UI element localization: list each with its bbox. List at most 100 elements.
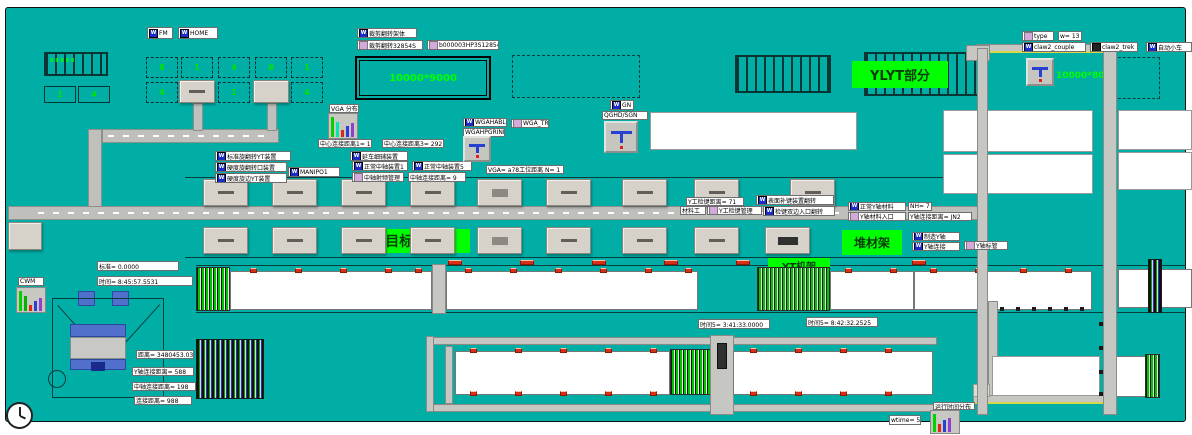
station-outline [52,298,164,398]
dimension-box: 10000*9000 [355,56,491,100]
key-inlet-button-text: 检键双边入口翻转 [775,208,824,216]
zone-banner-right-text: YLYT部分 [870,69,930,84]
machine-box[interactable] [341,179,386,206]
chart-bar [341,130,344,137]
machine-box[interactable] [410,227,455,254]
wincc-icon: W [217,174,226,182]
belt-a2 [446,271,698,310]
cut-rack-id2-button[interactable]: b000003HP3S12854S [427,40,499,50]
claw2-trek-button[interactable]: claw2_trek [1090,42,1138,52]
machine-mark [804,191,821,194]
machine-box[interactable] [622,179,667,206]
storage-cell: 4 [146,82,178,103]
yaxis-inlet-button[interactable]: Y轴材料入口 [848,212,906,221]
machine-box[interactable] [410,179,455,206]
axis-rf-button[interactable]: 中轴射频管理 [352,172,404,182]
wincc-icon: W [1148,43,1157,51]
yaxis-inlet-button-text: Y轴材料入口 [860,214,894,221]
clamp-marker [465,268,472,273]
belt-b2 [733,351,933,395]
dim-note-right: 10000*80 [1056,71,1105,81]
fixture-dot [1099,322,1103,326]
cut-rack-id-button[interactable]: 裁剪翻转32854S [357,40,423,50]
storage-cell: 8 [146,57,178,78]
claw-faceplate[interactable] [1026,58,1054,86]
machine-box[interactable] [765,227,810,254]
station-circle [48,370,66,388]
white-block-2 [943,110,1093,152]
machine-mark [491,188,508,197]
machine-mark [708,239,725,242]
storage-rack-left [44,52,108,76]
machine-box[interactable] [253,80,289,103]
storage-rack-mid [735,55,831,93]
flip-edge-button-text: 硬度旋边YT装置 [227,175,271,183]
machine-box[interactable] [341,227,386,254]
storage-cell-value: 8 [268,63,274,72]
machine-box[interactable] [546,179,591,206]
clamp-marker [750,391,757,396]
machine-box[interactable] [622,227,667,254]
chart-bar [29,305,32,311]
vga-panel-label: VGA 分布 [329,104,359,113]
ghd-sgn-label-text: QGHD/SGN [604,112,638,119]
machine-box[interactable] [272,227,317,254]
clamp-marker [510,268,517,273]
storage-cell: 4 [78,86,110,103]
machine-box[interactable] [179,80,215,103]
machine-box[interactable] [694,227,739,254]
machine-mark [189,90,205,93]
yaxis-dist-588-label: Y轴连接距离= 588 [132,367,194,376]
faceplate-stem [620,131,623,143]
carriage-button-text: 延车细辅装置 [362,153,399,161]
wincc-icon: W [180,28,189,38]
ykey-manage-button[interactable]: Y工检键管理 [707,206,762,215]
faceplate-dot [1039,79,1042,83]
chart-bar [24,296,27,311]
center-distance-1-label-text: 中心连接距离1= 112 [320,141,371,148]
vga-hablog-button[interactable]: WWGAHABLOG [463,118,507,127]
type-button[interactable]: type [1022,31,1054,41]
yaxis-tag-button[interactable]: Y轴标管 [964,241,1008,250]
chart-bar [948,418,951,432]
vga-faceplate[interactable] [463,136,491,162]
gn-faceplate[interactable] [604,121,638,153]
dim-line-lower [185,257,980,258]
white-block-3 [1118,110,1192,150]
press-die [91,362,105,371]
runtime-bars-panel [930,410,960,434]
machine-box[interactable] [477,179,522,206]
rail-row-a-top [196,265,1186,266]
standard-value-label: 标准= 0.0000 [97,261,179,271]
machine-box[interactable] [546,227,591,254]
machine-box[interactable] [272,179,317,206]
machine-box[interactable] [203,179,248,206]
machine-box[interactable] [477,227,522,254]
machine-box[interactable] [203,227,248,254]
clamp-marker [930,268,937,273]
claw2-couple-button-text: claw2_couple [1034,43,1075,51]
fixture-dot [1032,307,1036,311]
zone-banner-right: YLYT部分 [852,61,948,88]
machine-mark [424,191,441,194]
vga-trek-button[interactable]: WGA_TREK [511,119,549,128]
